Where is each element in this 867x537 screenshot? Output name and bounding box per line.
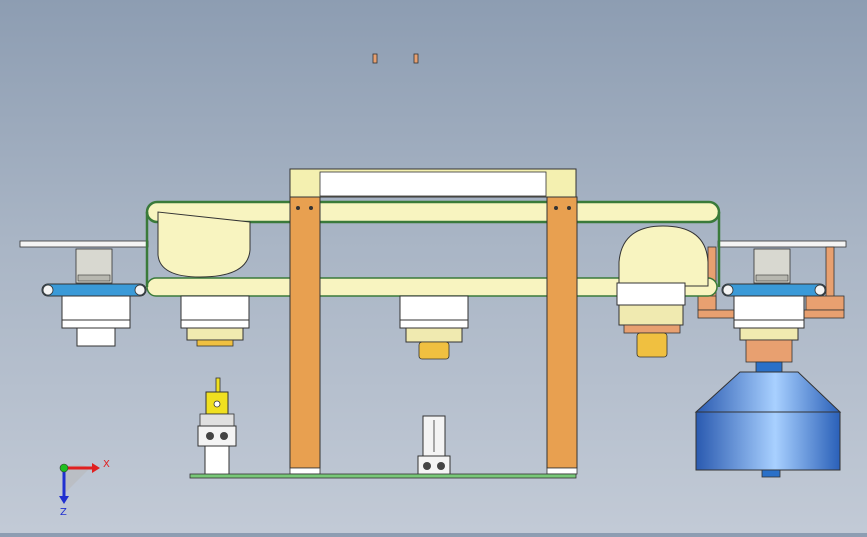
floor-actuator-center <box>417 415 451 476</box>
process-head-5 <box>733 295 805 363</box>
top-marker-right <box>413 53 419 64</box>
process-head-2 <box>180 295 250 347</box>
track-loop <box>145 200 721 297</box>
left-conveyor <box>41 248 147 297</box>
process-head-1 <box>61 295 131 347</box>
axis-triad: X Z <box>59 459 110 518</box>
process-head-4 <box>616 282 686 358</box>
right-frame-post <box>546 196 578 469</box>
hopper <box>694 361 842 478</box>
process-head-3 <box>399 295 469 360</box>
left-rail <box>19 240 149 248</box>
x-axis-label: X <box>103 459 110 470</box>
gantry-frame <box>289 168 578 475</box>
left-frame-post <box>289 196 321 469</box>
y-axis-point <box>59 463 69 473</box>
top-marker-left <box>372 53 378 64</box>
right-rail <box>717 240 847 248</box>
right-conveyor <box>721 248 827 297</box>
base-plate <box>189 473 577 479</box>
floor-actuator-left <box>197 377 237 476</box>
z-axis-label: Z <box>60 507 67 518</box>
